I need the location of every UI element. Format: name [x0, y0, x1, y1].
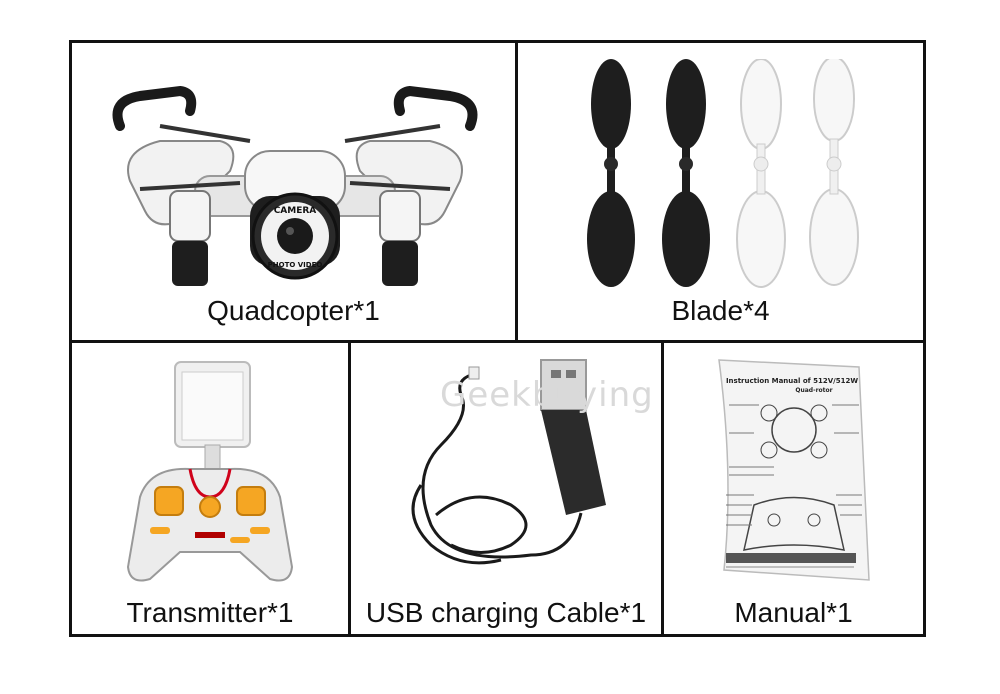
transmitter-icon: [126, 361, 294, 582]
cell-usb-cable: USB charging Cable*1: [351, 343, 661, 634]
manual-icon: Instruction Manual of 512V/512W Quad-rot…: [718, 359, 870, 581]
cell-blades: Blade*4: [518, 43, 923, 340]
quadcopter-icon: CAMERA PHOTO VIDEO: [112, 85, 478, 286]
blade-icon: [587, 59, 859, 288]
camera-top-text: CAMERA: [274, 206, 317, 216]
cell-manual: Instruction Manual of 512V/512W Quad-rot…: [664, 343, 923, 634]
camera-bottom-text: PHOTO VIDEO: [268, 261, 323, 269]
manual-subtitle: Quad-rotor: [795, 387, 832, 394]
watermark: Geekbuying: [440, 375, 654, 415]
usb-cable-label: USB charging Cable*1: [365, 597, 647, 628]
manual-title: Instruction Manual of 512V/512W: [726, 377, 858, 385]
transmitter-label: Transmitter*1: [126, 597, 294, 628]
usb-cable-icon: [411, 359, 606, 565]
divider: [661, 340, 664, 634]
cell-transmitter: Transmitter*1: [72, 343, 348, 634]
quadcopter-label: Quadcopter*1: [207, 295, 380, 326]
cell-quadcopter: CAMERA PHOTO VIDEO Quadcopter*1: [72, 43, 515, 340]
divider: [515, 43, 518, 340]
blade-label: Blade*4: [671, 295, 770, 326]
package-contents-grid: CAMERA PHOTO VIDEO Quadcopter*1: [69, 40, 926, 637]
divider: [348, 340, 351, 634]
divider: [72, 340, 923, 343]
manual-label: Manual*1: [734, 597, 853, 628]
